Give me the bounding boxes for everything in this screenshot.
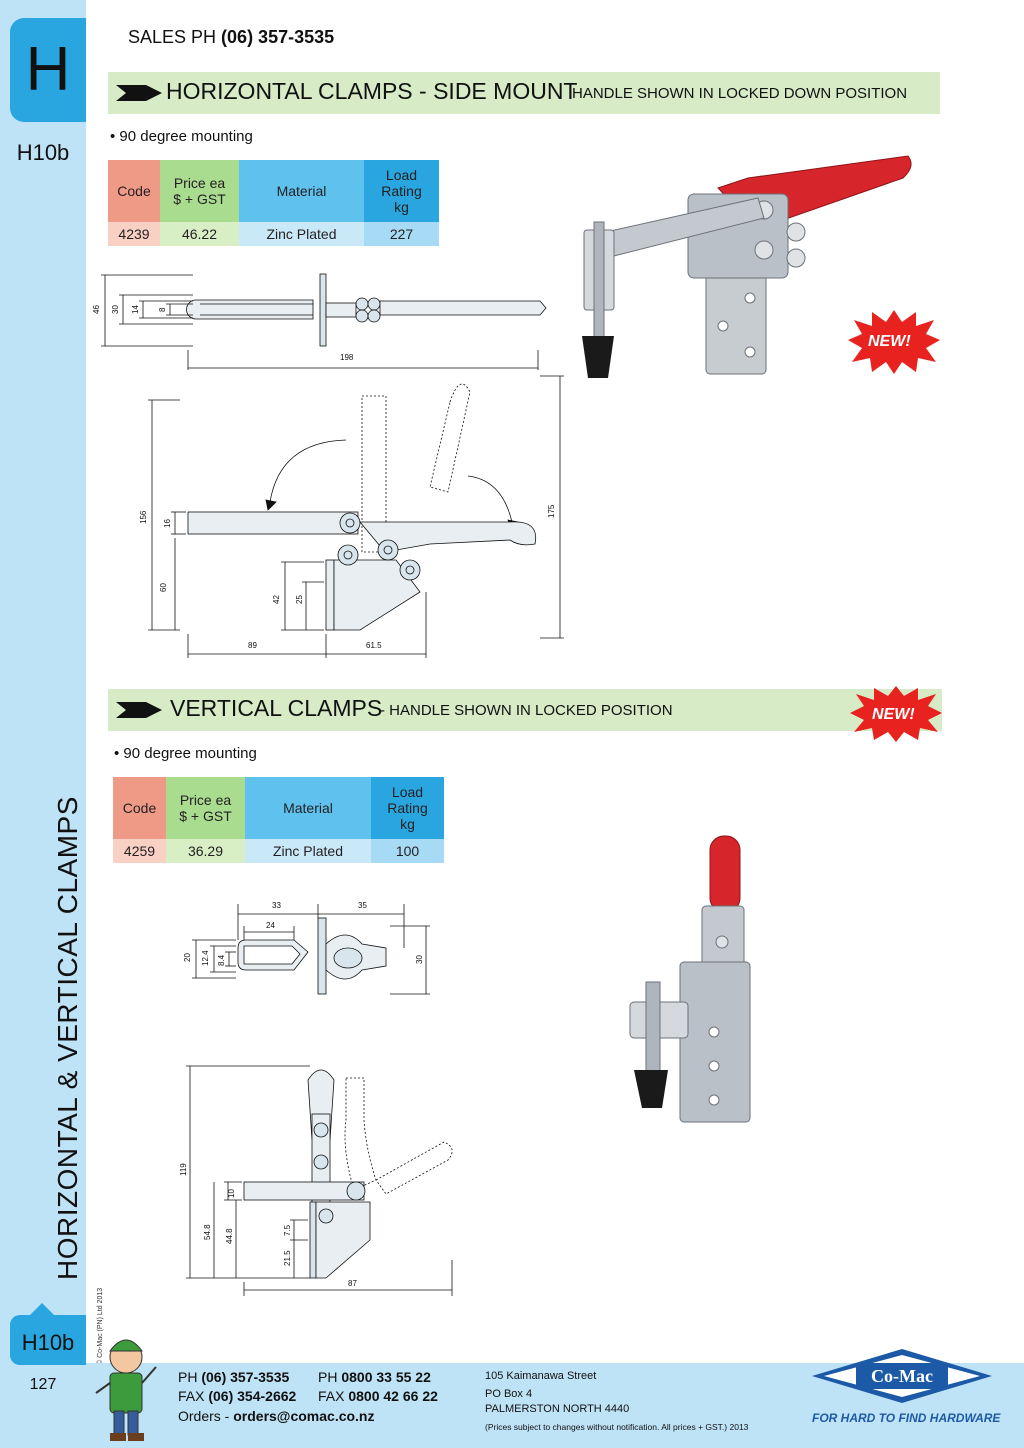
dim-46: 46 [92,305,101,314]
footer: PH (06) 357-3535 FAX (06) 354-2662 Order… [86,1339,1024,1448]
dim-87: 87 [348,1279,357,1288]
dim-30: 30 [415,955,424,964]
horizontal-clamp-side-view: 156 16 60 42 25 89 61.5 175 [139,375,564,658]
sales-label: SALES PH [128,27,222,47]
dim-198: 198 [340,353,354,362]
dim-30: 30 [111,305,120,314]
dim-61-5: 61.5 [366,641,382,650]
section-title-vertical: VERTICAL CLAMPS [170,695,383,721]
cell-load: 227 [364,222,439,246]
dim-60: 60 [159,583,168,592]
dim-16: 16 [163,519,172,528]
dim-7-5: 7.5 [283,1224,292,1236]
dim-10: 10 [227,1189,236,1198]
section-tab [10,18,86,122]
sales-phone-line: SALES PH (06) 357-3535 [128,27,334,48]
section-bar-horizontal: HORIZONTAL CLAMPS - SIDE MOUNT HANDLE SH… [108,72,940,114]
header-price: Price ea $ + GST [160,160,239,222]
dim-24: 24 [266,921,275,930]
cell-price: 46.22 [160,222,239,246]
orders-email-link[interactable]: orders@comac.co.nz [233,1408,375,1424]
header-code: Code [108,160,160,222]
mounting-note-1: • 90 degree mounting [110,128,253,145]
address-line-2: PO Box 4 [485,1388,533,1400]
address-line-3: PALMERSTON NORTH 4440 [485,1403,630,1415]
arrow-icon [116,702,162,718]
bottom-tab [10,1315,86,1365]
spec-table-4239: Code Price ea $ + GST Material Load Rati… [108,160,439,246]
header-material: Material [245,777,371,839]
dim-54-8: 54.8 [203,1224,212,1240]
vertical-section-title: HORIZONTAL & VERTICAL CLAMPS [52,796,83,1280]
header-load: Load Rating kg [371,777,444,839]
page-code-bottom: H10b [21,1330,75,1355]
new-badge-text-1: NEW! [868,333,911,350]
cell-price: 36.29 [166,839,245,863]
section-subtitle-horizontal: HANDLE SHOWN IN LOCKED DOWN POSITION [572,85,908,102]
vertical-clamp-side-view: 119 10 54.8 44.8 7.5 21.5 87 [179,1065,453,1296]
mounting-note-2: • 90 degree mounting [114,745,257,762]
footer-phone: PH (06) 357-3535 [178,1369,290,1385]
dim-156: 156 [139,510,148,524]
dim-35: 35 [358,901,367,910]
new-badge-1: NEW! [848,310,940,374]
cell-code: 4259 [113,839,166,863]
dim-44-8: 44.8 [225,1228,234,1244]
mascot-icon [95,1339,157,1441]
dim-8-4: 8.4 [217,954,226,966]
header-load: Load Rating kg [364,160,439,222]
horizontal-clamp-top-view: 46 30 14 8 198 [92,273,547,370]
header-price: Price ea $ + GST [166,777,245,839]
section-bar-vertical: VERTICAL CLAMPS - HANDLE SHOWN IN LOCKED… [108,689,942,731]
footer-orders: Orders - orders@comac.co.nz [178,1408,375,1424]
section-letter: H [25,35,71,104]
dim-42: 42 [272,595,281,604]
dim-33: 33 [272,901,281,910]
cell-material: Zinc Plated [239,222,364,246]
vertical-clamp-top-view: 33 35 24 20 12.4 8.4 30 [183,901,430,995]
section-title-horizontal: HORIZONTAL CLAMPS - SIDE MOUNT [166,78,578,104]
footer-fax-freephone: FAX 0800 42 66 22 [318,1388,438,1404]
cell-load: 100 [371,839,444,863]
section-subtitle-vertical: - HANDLE SHOWN IN LOCKED POSITION [380,702,673,719]
logo-text: Co-Mac [871,1366,933,1386]
cell-material: Zinc Plated [245,839,371,863]
sales-phone: (06) 357-3535 [221,27,335,47]
tagline: FOR HARD TO FIND HARDWARE [812,1411,1001,1425]
footer-fax: FAX (06) 354-2662 [178,1388,297,1404]
bottom-tab-notch [30,1303,54,1315]
address-line-1: 105 Kaimanawa Street [485,1370,597,1382]
footer-phone-freephone: PH 0800 33 55 22 [318,1369,431,1385]
dim-21-5: 21.5 [283,1250,292,1266]
comac-logo: Co-Mac [812,1349,992,1403]
horizontal-clamp-photo [582,155,912,378]
new-badge-2: NEW! [850,686,942,742]
dim-175: 175 [547,504,556,518]
header-material: Material [239,160,364,222]
dim-20: 20 [183,953,192,962]
dim-89: 89 [248,641,257,650]
arrow-icon [116,85,162,101]
dim-25: 25 [295,595,304,604]
page-code-top: H10b [16,140,70,165]
sidebar [0,0,86,1448]
dim-12-4: 12.4 [201,950,210,966]
vertical-clamp-photo [629,835,751,1123]
price-disclaimer: (Prices subject to changes without notif… [485,1422,749,1432]
new-badge-text-2: NEW! [872,706,915,723]
dim-8: 8 [158,307,167,312]
page-number: 127 [29,1376,57,1393]
dim-14: 14 [131,305,140,314]
cell-code: 4239 [108,222,160,246]
dim-119: 119 [179,1163,188,1176]
spec-table-4259: Code Price ea $ + GST Material Load Rati… [113,777,444,863]
header-code: Code [113,777,166,839]
